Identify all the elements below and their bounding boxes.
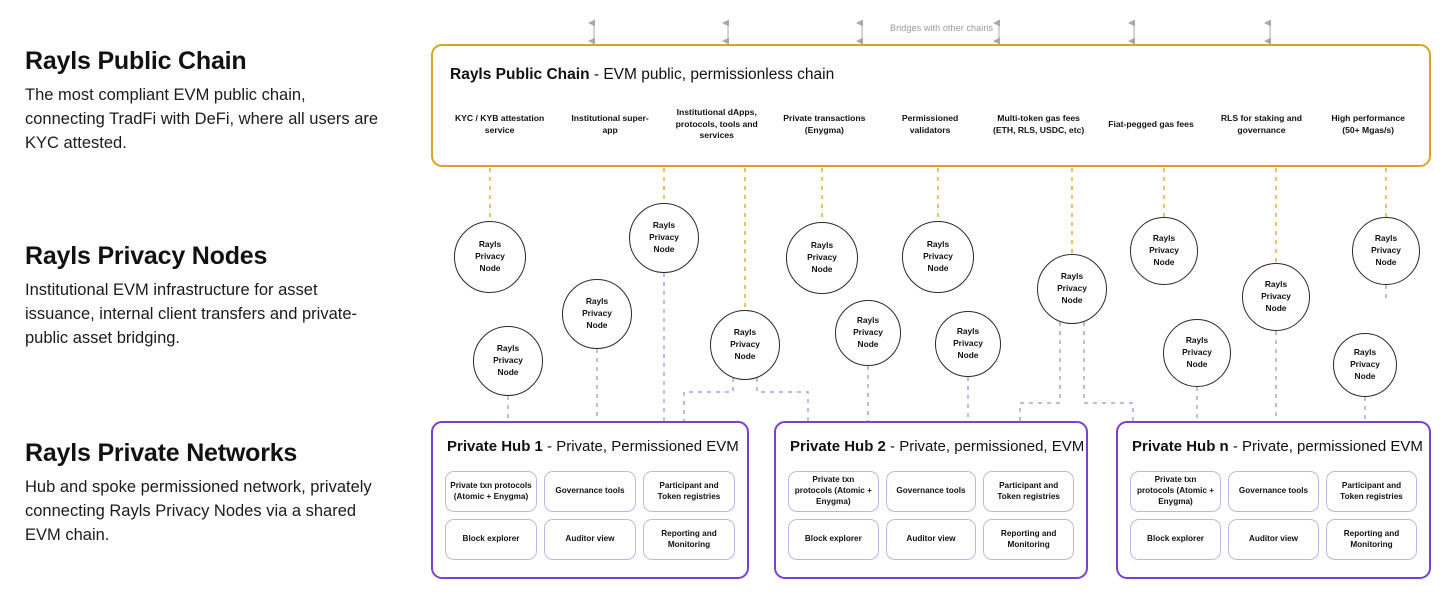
rayls-public-chain-panel: Rayls Public Chain - EVM public, permiss… xyxy=(431,44,1431,167)
private-hub-1-feature-grid: Private txn protocols (Atomic + Enygma)G… xyxy=(445,471,735,560)
hub1-title-rest: - Private, Permissioned EVM xyxy=(542,438,739,455)
hub-downlink-n10-right xyxy=(1083,322,1134,421)
private-hub-2-panel: Private Hub 2 - Private, permissioned, E… xyxy=(774,421,1088,579)
public-chain-title-bold: Rayls Public Chain xyxy=(450,66,590,83)
public-chain-feature-3: Institutional dApps, protocols, tools an… xyxy=(666,104,767,145)
section-title-private-networks: Rayls Private Networks xyxy=(25,439,298,467)
section-rayls-public-chain: Rayls Public Chain The most compliant EV… xyxy=(25,47,385,155)
hub1-cell-5: Auditor view xyxy=(544,519,636,560)
public-chain-feature-7: Fiat-pegged gas fees xyxy=(1099,104,1203,145)
section-rayls-privacy-nodes: Rayls Privacy Nodes Institutional EVM in… xyxy=(25,242,385,350)
private-hub-n-feature-grid: Private txn protocols (Atomic + Enygma)G… xyxy=(1130,471,1417,560)
section-body-public-chain: The most compliant EVM public chain, con… xyxy=(25,85,379,153)
private-hub-2-feature-grid: Private txn protocols (Atomic + Enygma)G… xyxy=(788,471,1074,560)
private-hub-1-panel: Private Hub 1 - Private, Permissioned EV… xyxy=(431,421,749,579)
public-chain-feature-1: KYC / KYB attestation service xyxy=(446,104,554,145)
hub1-cell-3: Participant and Token registries xyxy=(643,471,735,512)
hub3-title-rest: - Private, permissioned EVM xyxy=(1228,438,1423,455)
hub1-cell-6: Reporting and Monitoring xyxy=(643,519,735,560)
hub3-cell-1: Private txn protocols (Atomic + Enygma) xyxy=(1130,471,1221,512)
hub2-cell-6: Reporting and Monitoring xyxy=(983,519,1074,560)
hub3-cell-4: Block explorer xyxy=(1130,519,1221,560)
public-chain-feature-4: Private transactions (Enygma) xyxy=(774,104,875,145)
hub1-title-bold: Private Hub 1 xyxy=(447,438,543,455)
hub2-cell-4: Block explorer xyxy=(788,519,879,560)
hub2-cell-3: Participant and Token registries xyxy=(983,471,1074,512)
bridges-with-other-chains-label: Bridges with other chains xyxy=(890,23,994,33)
hub3-cell-2: Governance tools xyxy=(1228,471,1319,512)
section-title-privacy-nodes: Rayls Privacy Nodes xyxy=(25,242,268,270)
public-chain-feature-8: RLS for staking and governance xyxy=(1210,104,1313,145)
section-body-private-networks: Hub and spoke permissioned network, priv… xyxy=(25,477,372,545)
section-body-privacy-nodes: Institutional EVM infrastructure for ass… xyxy=(25,280,357,348)
hub2-title-rest: - Private, permissioned, EVM xyxy=(885,438,1085,455)
public-chain-feature-6: Multi-token gas fees (ETH, RLS, USDC, et… xyxy=(985,104,1092,145)
hub3-title-bold: Private Hub n xyxy=(1132,438,1229,455)
hub2-cell-5: Auditor view xyxy=(885,519,977,560)
hub2-cell-2: Governance tools xyxy=(885,471,977,512)
hub1-cell-1: Private txn protocols (Atomic + Enygma) xyxy=(445,471,537,512)
private-hub-n-title: Private Hub n - Private, permissioned EV… xyxy=(1132,438,1423,455)
public-chain-feature-2: Institutional super-app xyxy=(561,104,659,145)
hub3-cell-5: Auditor view xyxy=(1228,519,1319,560)
public-chain-feature-5: Permissioned validators xyxy=(882,104,978,145)
private-hub-n-panel: Private Hub n - Private, permissioned EV… xyxy=(1116,421,1431,579)
description-column: Rayls Public Chain The most compliant EV… xyxy=(0,0,420,604)
hub3-cell-3: Participant and Token registries xyxy=(1326,471,1417,512)
hub2-title-bold: Private Hub 2 xyxy=(790,438,886,455)
hub2-cell-1: Private txn protocols (Atomic + Enygma) xyxy=(788,471,879,512)
private-hub-2-title: Private Hub 2 - Private, permissioned, E… xyxy=(790,438,1084,455)
hub1-cell-4: Block explorer xyxy=(445,519,537,560)
section-rayls-private-networks: Rayls Private Networks Hub and spoke per… xyxy=(25,439,385,547)
public-chain-panel-title: Rayls Public Chain - EVM public, permiss… xyxy=(450,66,834,84)
private-hub-1-title: Private Hub 1 - Private, Permissioned EV… xyxy=(447,438,739,455)
hub-downlink-n5-left xyxy=(683,378,734,421)
section-title-public-chain: Rayls Public Chain xyxy=(25,47,247,75)
public-chain-title-rest: - EVM public, permissionless chain xyxy=(589,66,835,83)
hub1-cell-2: Governance tools xyxy=(544,471,636,512)
public-chain-feature-9: High performance (50+ Mgas/s) xyxy=(1320,104,1417,145)
hub-downlink-n10-left xyxy=(1019,322,1061,421)
hub3-cell-6: Reporting and Monitoring xyxy=(1326,519,1417,560)
hub-downlink-n5-right xyxy=(756,378,809,421)
